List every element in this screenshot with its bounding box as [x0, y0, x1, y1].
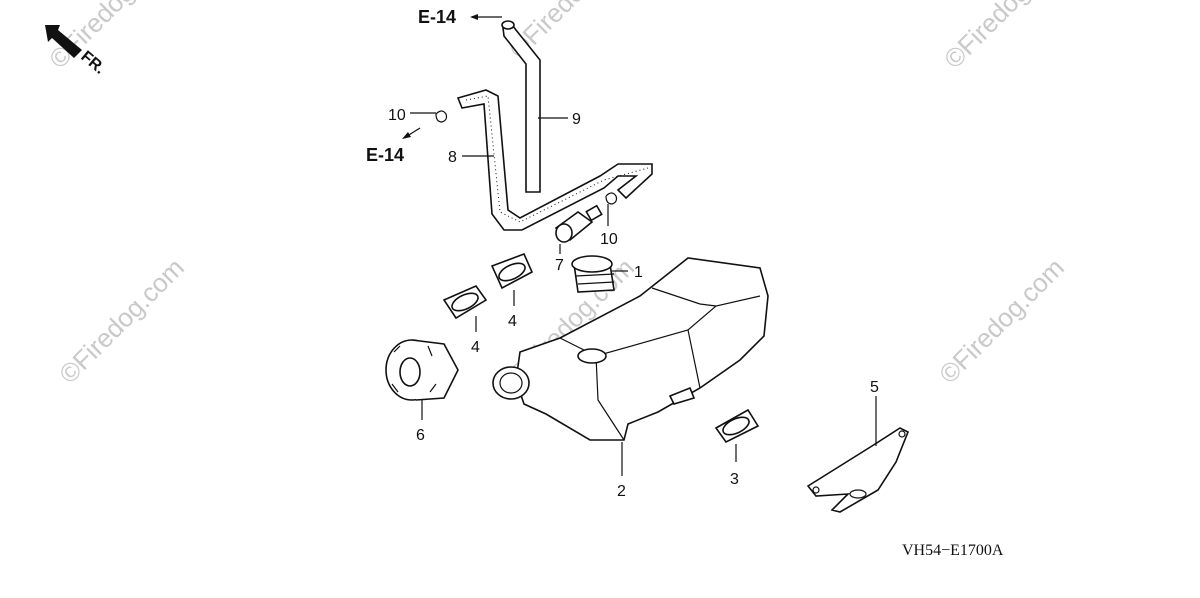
callout-8: 8 [448, 149, 457, 166]
callout-4-right: 4 [508, 313, 517, 330]
reference-top: E-14 [418, 7, 502, 27]
fuel-cap: 6 [385, 339, 459, 444]
fuel-tank: 2 [492, 257, 769, 500]
callout-2: 2 [617, 483, 626, 500]
callout-10-upper: 10 [388, 107, 406, 124]
fuel-tube: 8 [448, 89, 653, 231]
tube-clip-upper: 10 [388, 107, 448, 124]
callout-6: 6 [416, 427, 425, 444]
callout-7: 7 [555, 257, 564, 274]
watermark-3: ©Firedog.com [938, 0, 1075, 74]
cushion-4a: 4 [442, 285, 488, 356]
callout-1: 1 [634, 264, 643, 281]
tube-clip-lower: 10 [600, 192, 618, 248]
diagram-code: VH54−E1700A [902, 542, 1004, 559]
watermark-6: ©Firedog.com [933, 252, 1070, 389]
reference-e14-top: E-14 [418, 7, 456, 27]
cushion-3: 3 [714, 408, 760, 488]
callout-3: 3 [730, 471, 739, 488]
reference-left: E-14 [366, 127, 421, 165]
watermarks: ©Firedog.com ©Firedog.com ©Firedog.com ©… [43, 0, 1075, 389]
callout-10-lower: 10 [600, 231, 618, 248]
vent-tube: 9 [501, 20, 581, 193]
cushion-4b: 4 [490, 252, 534, 330]
reference-e14-left: E-14 [366, 145, 404, 165]
tank-bracket: 5 [806, 379, 910, 513]
front-arrow-icon [45, 25, 82, 58]
callout-4-left: 4 [471, 339, 480, 356]
callout-9: 9 [572, 111, 581, 128]
callout-5: 5 [870, 379, 879, 396]
fuel-filter: 7 [554, 204, 603, 274]
grommet-1: 1 [571, 255, 643, 293]
watermark-4: ©Firedog.com [53, 252, 190, 389]
